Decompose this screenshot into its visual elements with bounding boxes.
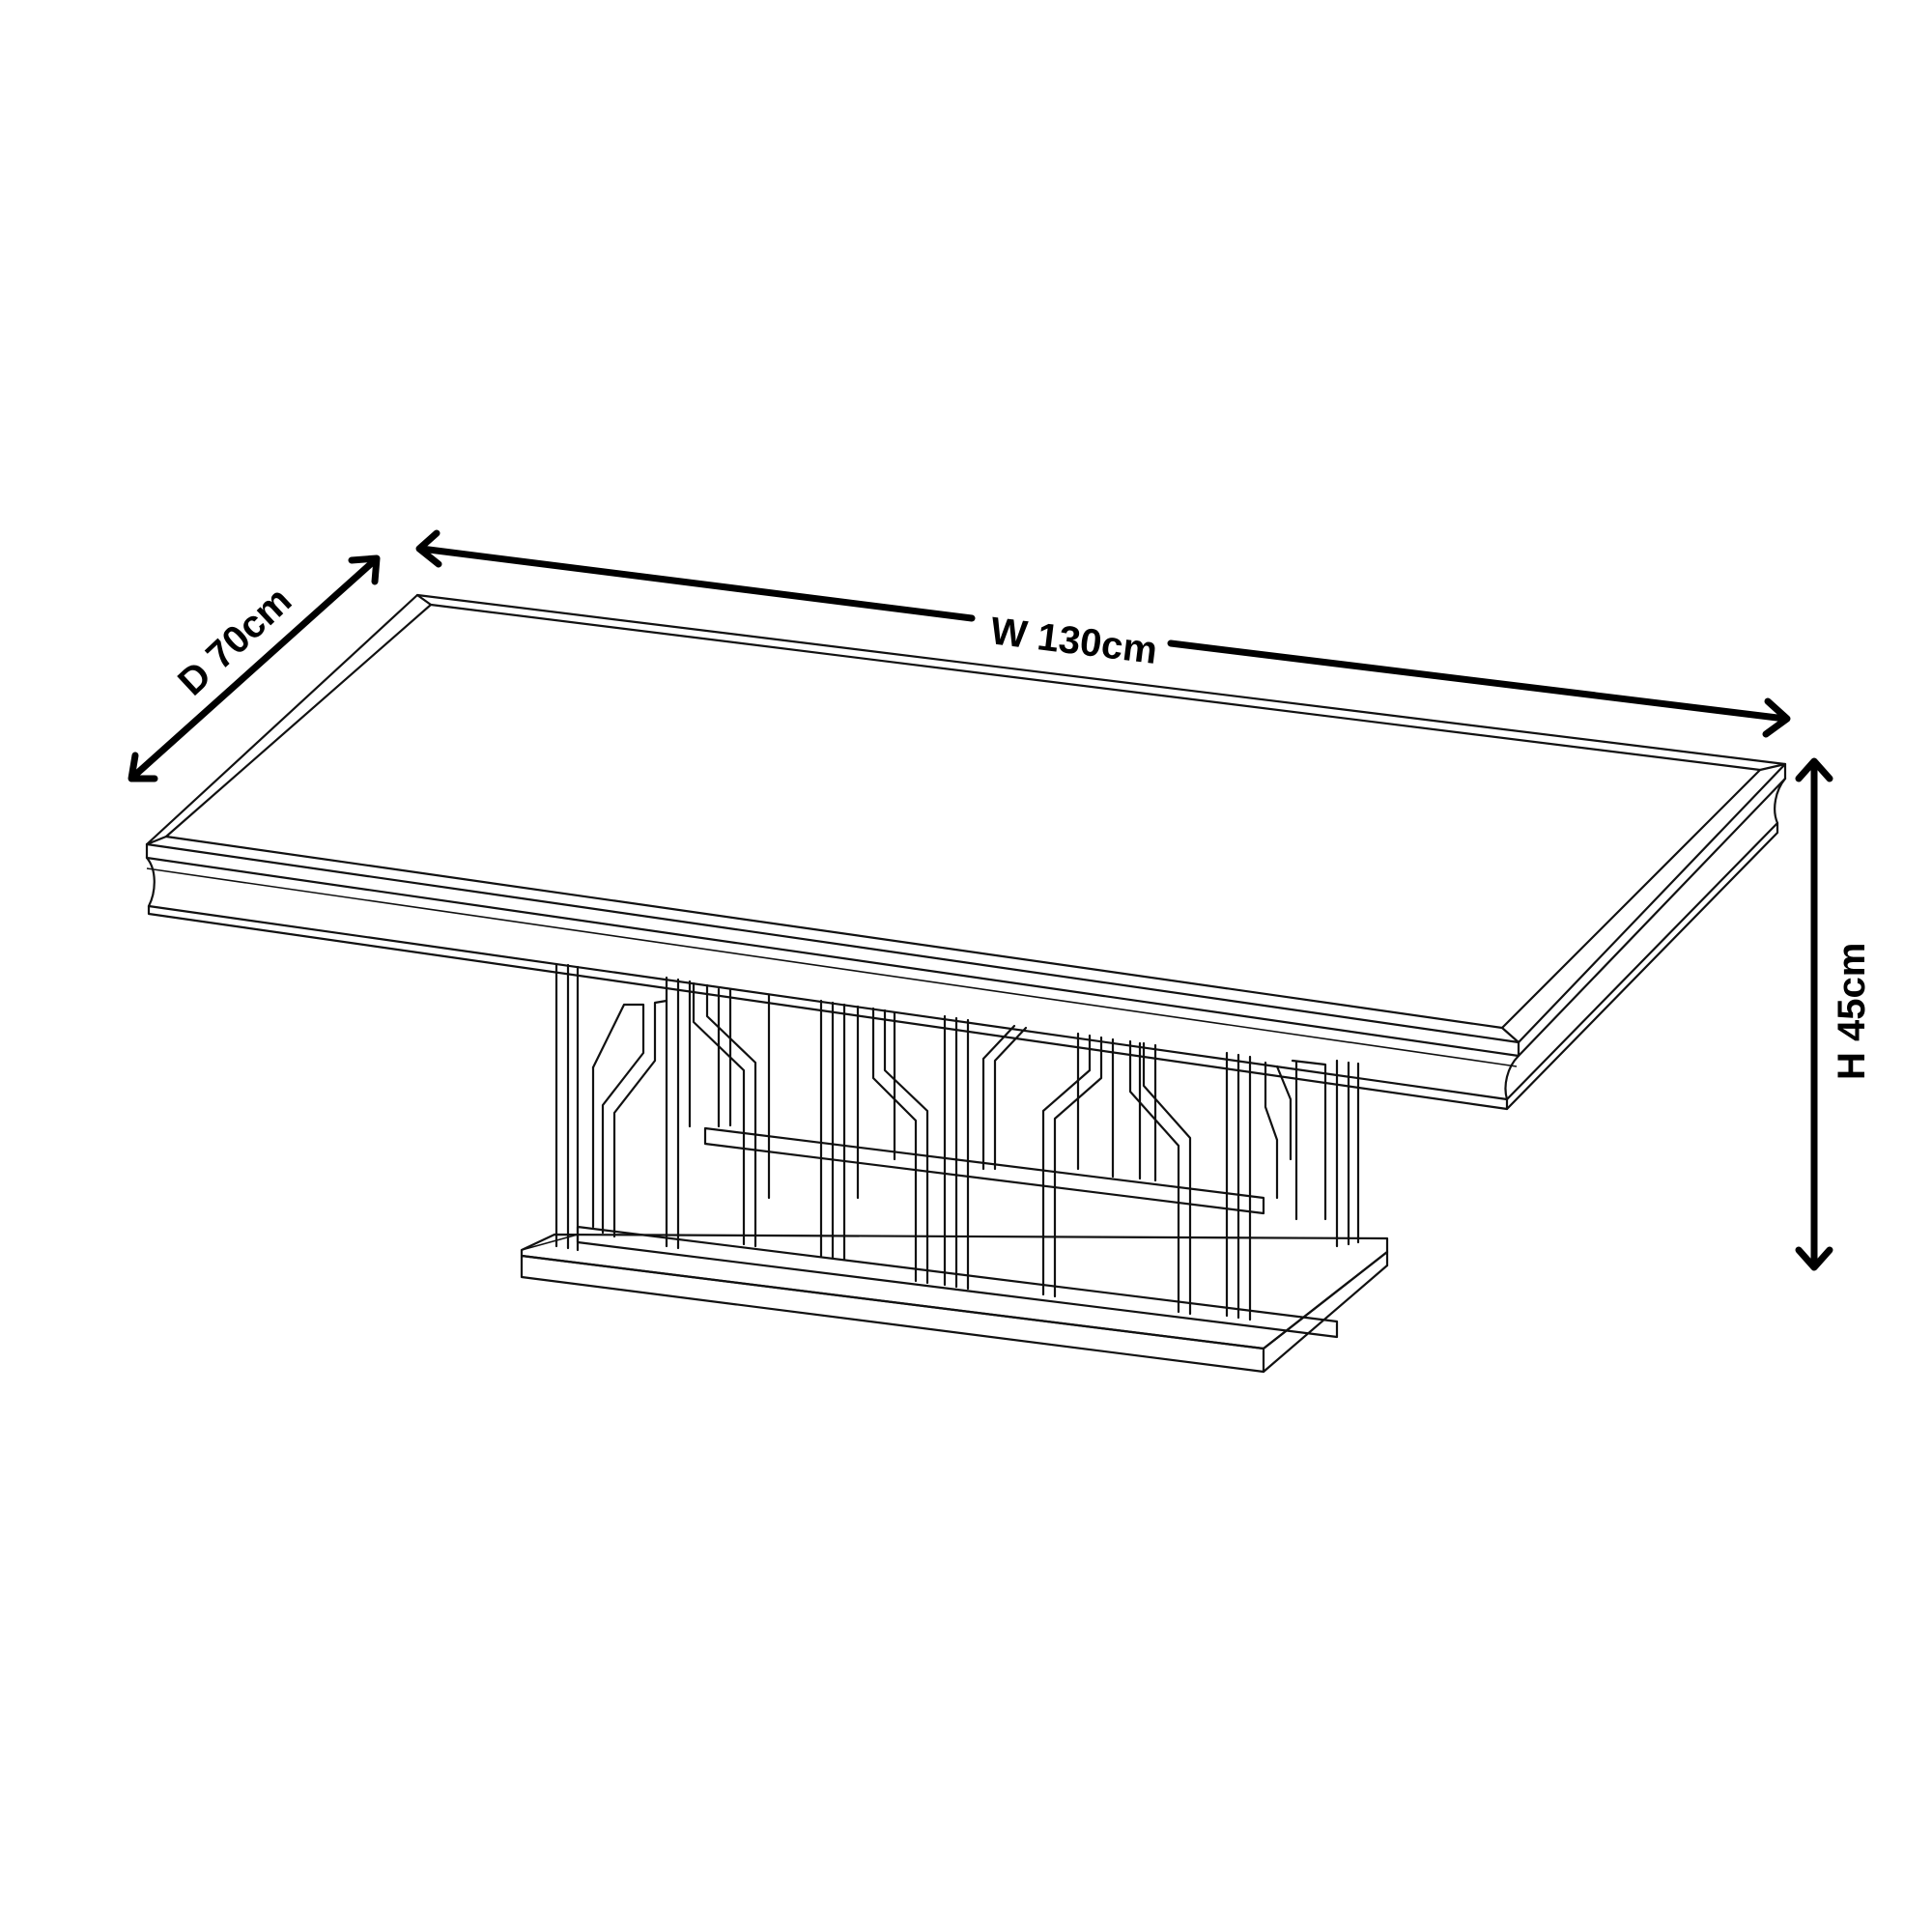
height-label: H 45cm <box>1831 943 1873 1080</box>
width-label: W 130cm <box>988 610 1159 672</box>
geometric-pedestal-frame <box>554 962 1360 1339</box>
width-dimension: W 130cm <box>415 529 1791 738</box>
height-dimension: H 45cm <box>1795 757 1873 1271</box>
plinth-base <box>520 1233 1389 1374</box>
top-edge-moulding <box>145 762 1787 1111</box>
